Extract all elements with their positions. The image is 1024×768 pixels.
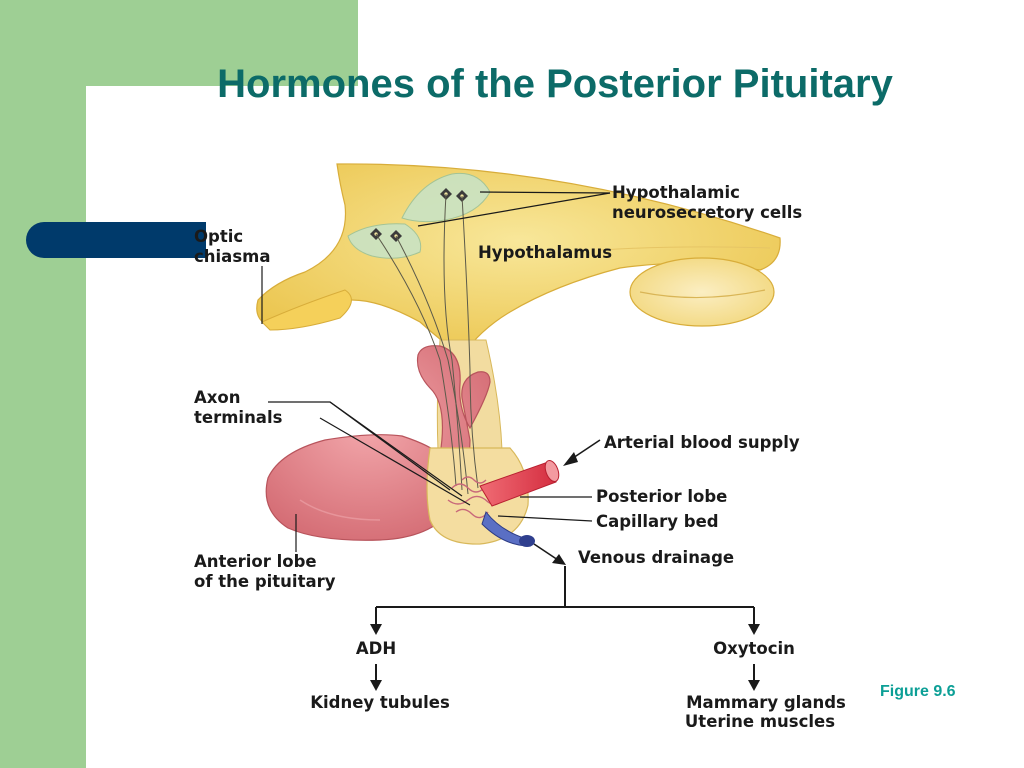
navy-accent-bar xyxy=(26,222,206,258)
hormone-flow xyxy=(375,566,755,682)
leader-lines xyxy=(261,191,611,552)
label-axon: Axon xyxy=(194,388,241,407)
label-venous-drainage: Venous drainage xyxy=(578,548,734,567)
label-anterior-lobe: Anterior lobe xyxy=(194,552,317,571)
green-side-band xyxy=(0,0,86,768)
label-kidney-tubules: Kidney tubules xyxy=(310,693,450,712)
flow-arrowheads xyxy=(370,624,760,691)
artery xyxy=(479,459,560,507)
label-posterior-lobe: Posterior lobe xyxy=(596,487,727,506)
label-mammary-glands: Mammary glands xyxy=(686,693,846,712)
arrows xyxy=(533,439,601,565)
label-chiasma: chiasma xyxy=(194,247,270,266)
axon-fibers xyxy=(375,193,479,495)
label-capillary-bed: Capillary bed xyxy=(596,512,719,531)
label-of-the-pituitary: of the pituitary xyxy=(194,572,336,591)
label-terminals: terminals xyxy=(194,408,283,427)
label-adh: ADH xyxy=(356,639,396,658)
slide-title: Hormones of the Posterior Pituitary xyxy=(217,62,893,106)
label-hypothalamus: Hypothalamus xyxy=(478,243,612,262)
label-oxytocin: Oxytocin xyxy=(713,639,795,658)
label-arterial-blood-supply: Arterial blood supply xyxy=(604,433,800,452)
label-uterine-muscles: Uterine muscles xyxy=(685,712,835,731)
label-hypothalamic: Hypothalamic xyxy=(612,183,740,202)
green-top-band xyxy=(0,0,358,86)
label-optic: Optic xyxy=(194,227,243,246)
label-neurosecretory-cells: neurosecretory cells xyxy=(612,203,802,222)
figure-reference: Figure 9.6 xyxy=(880,683,956,700)
vein xyxy=(481,510,535,547)
